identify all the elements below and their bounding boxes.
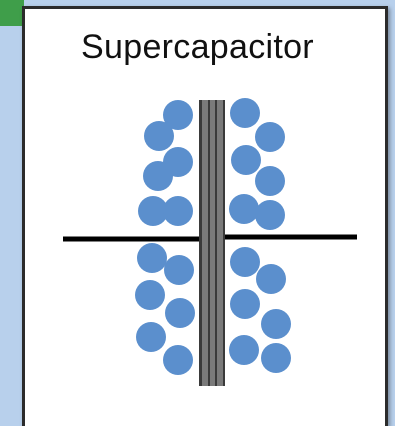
particle-22 — [261, 309, 291, 339]
particle-4 — [143, 161, 173, 191]
electrical-leads — [63, 234, 357, 242]
particle-18 — [255, 200, 285, 230]
particle-11 — [136, 322, 166, 352]
particle-8 — [164, 255, 194, 285]
particle-1 — [163, 100, 193, 130]
separator-stripe-left — [202, 100, 208, 386]
particle-17 — [229, 194, 259, 224]
particle-16 — [255, 166, 285, 196]
particle-14 — [255, 122, 285, 152]
separator-stripe-middle — [210, 100, 215, 386]
particle-23 — [229, 335, 259, 365]
particle-21 — [230, 289, 260, 319]
particle-7 — [137, 243, 167, 273]
particle-12 — [163, 345, 193, 375]
separator-membrane — [199, 100, 225, 386]
particle-9 — [135, 280, 165, 310]
separator-stripe-right — [217, 100, 223, 386]
particle-15 — [231, 145, 261, 175]
particle-19 — [230, 247, 260, 277]
particle-5 — [138, 196, 168, 226]
particle-20 — [256, 264, 286, 294]
particle-13 — [230, 98, 260, 128]
particle-2 — [144, 121, 174, 151]
electrolyte-particles — [135, 98, 291, 375]
diagram-title: Supercapacitor — [81, 28, 314, 66]
background-accent — [0, 0, 24, 26]
particle-24 — [261, 343, 291, 373]
particle-10 — [165, 298, 195, 328]
particle-6 — [163, 196, 193, 226]
